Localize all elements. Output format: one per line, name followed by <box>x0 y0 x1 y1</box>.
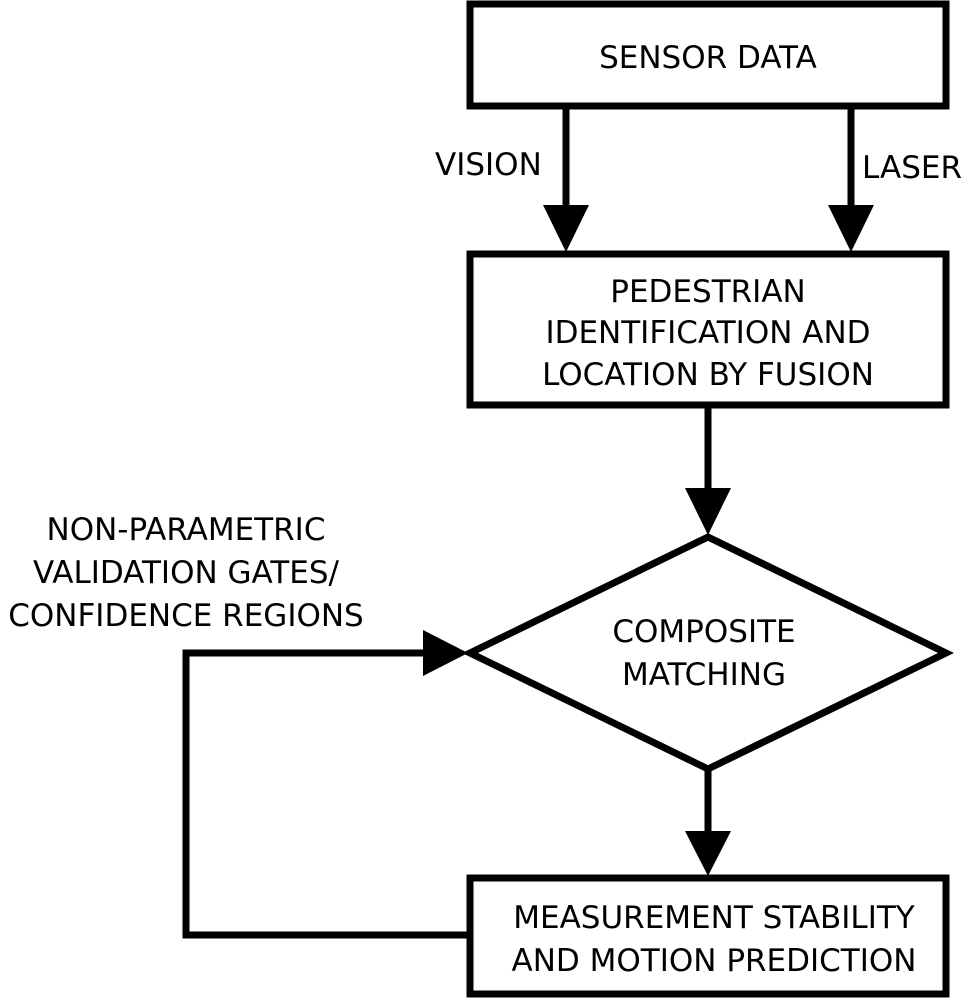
edge-vision: VISION <box>435 106 589 252</box>
node-composite-matching-label-line-1: COMPOSITE <box>612 614 795 650</box>
edge-feedback-label-line-1: NON-PARAMETRIC <box>47 512 326 548</box>
node-measurement-prediction: MEASUREMENT STABILITY AND MOTION PREDICT… <box>466 874 950 998</box>
node-sensor-data: SENSOR DATA <box>466 0 950 110</box>
edge-feedback-loop: NON-PARAMETRIC VALIDATION GATES/ CONFIDE… <box>8 512 470 939</box>
edge-laser-arrowhead <box>828 205 874 252</box>
edge-laser-label: LASER <box>862 150 962 186</box>
edge-laser: LASER <box>828 106 962 252</box>
node-pedestrian-fusion-label-line-3: LOCATION BY FUSION <box>542 357 874 393</box>
edge-vision-arrowhead <box>543 205 589 252</box>
node-measurement-prediction-label-line-2: AND MOTION PREDICTION <box>512 943 917 979</box>
node-composite-matching-label-line-2: MATCHING <box>622 657 786 693</box>
node-sensor-data-box <box>466 0 950 110</box>
node-composite-matching-diamond <box>462 533 954 773</box>
edge-feedback-loop-arrowhead <box>423 630 468 676</box>
node-pedestrian-fusion-label-line-2: IDENTIFICATION AND <box>545 315 870 351</box>
edge-matching-to-measurement-arrowhead <box>685 831 731 876</box>
node-pedestrian-fusion-label-line-1: PEDESTRIAN <box>610 274 805 310</box>
node-pedestrian-fusion-box <box>466 250 950 409</box>
edge-feedback-loop-line <box>182 649 470 939</box>
node-measurement-prediction-label-line-1: MEASUREMENT STABILITY <box>513 900 915 936</box>
edge-fusion-to-matching <box>685 405 731 535</box>
edge-vision-label: VISION <box>435 147 542 183</box>
node-pedestrian-fusion: PEDESTRIAN IDENTIFICATION AND LOCATION B… <box>466 250 950 409</box>
edge-feedback-label-line-2: VALIDATION GATES/ <box>33 555 340 591</box>
edge-feedback-label-line-3: CONFIDENCE REGIONS <box>8 598 364 634</box>
node-measurement-prediction-box <box>466 874 950 998</box>
node-sensor-data-label: SENSOR DATA <box>599 40 817 76</box>
edge-fusion-to-matching-arrowhead <box>685 488 731 535</box>
edge-matching-to-measurement <box>685 769 731 876</box>
node-composite-matching: COMPOSITE MATCHING <box>462 533 954 773</box>
